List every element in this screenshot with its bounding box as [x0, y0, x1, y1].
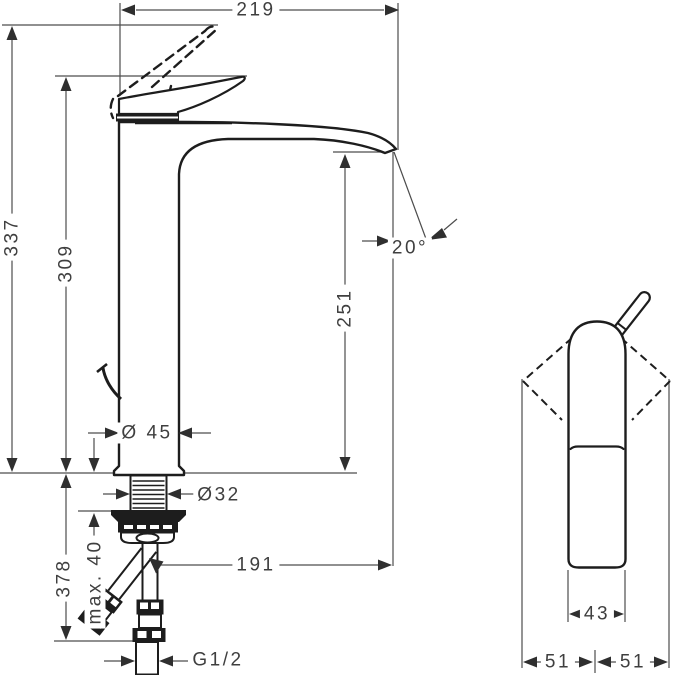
- arrow-191-left: [149, 558, 164, 574]
- arrow-d32-right: [167, 488, 181, 500]
- dim-front-body-width-label: 43: [579, 603, 615, 625]
- hose-nut-highlight: [110, 598, 120, 608]
- arrow-20deg-slant: [428, 228, 447, 240]
- mounting-washer: [118, 521, 178, 533]
- arrow-337-top: [6, 26, 18, 40]
- extension-line-set-front: [521, 379, 670, 673]
- dim-outlet-angle-label: 20°: [387, 237, 433, 259]
- mounting-washer-slots: [124, 525, 172, 529]
- arrow-378-bottom: [60, 626, 72, 640]
- front-body-outline: [567, 320, 627, 569]
- dim-body-diameter-label: Ø 45: [117, 422, 177, 444]
- arrow-51l-right: [579, 656, 593, 668]
- drain-pull-rod: [101, 367, 123, 401]
- arrow-251-bottom: [339, 457, 351, 471]
- arrow-43-left: [569, 608, 583, 620]
- arrow-g12-right: [159, 655, 173, 667]
- shank-bottom-oval: [135, 532, 160, 544]
- hose-nut-highlight: [151, 602, 159, 609]
- extension-lines: [0, 3, 670, 673]
- arrow-g12-left: [121, 655, 135, 667]
- hose-collar-straight: [138, 613, 162, 629]
- arrow-337-bottom: [6, 458, 18, 472]
- arrow-20deg-left: [377, 235, 391, 247]
- handle-lever: [117, 75, 246, 116]
- arrow-251-top: [339, 154, 351, 168]
- dim-handle-height-label: 309: [55, 239, 77, 287]
- connection-thread-tail: [135, 641, 159, 675]
- under-deck-assembly: [77, 474, 186, 675]
- arrow-219-left: [121, 4, 135, 16]
- arrow-378-top: [60, 474, 72, 488]
- arrow-51r-left: [597, 656, 611, 668]
- mounting-nut: [111, 510, 186, 522]
- hose-nut-highlight: [140, 602, 148, 609]
- dim-shank-diameter-label: Ø32: [193, 484, 245, 506]
- arrow-309-bottom: [60, 458, 72, 472]
- arrow-309-top: [60, 77, 72, 91]
- dimension-arrows: [6, 4, 668, 668]
- dim-projection-label: 191: [232, 554, 280, 576]
- dimension-line-set: [11, 9, 654, 663]
- arrow-d45-left: [105, 427, 119, 439]
- arrow-219-right: [385, 4, 399, 16]
- dim-total-height-label: 337: [1, 213, 23, 261]
- dim-max-mounting-thickness-label: max. 40: [84, 535, 106, 629]
- dim-connection-thread-label: G1/2: [188, 649, 248, 671]
- arrow-d45-right: [178, 427, 192, 439]
- dim-below-deck-length-label: 378: [53, 554, 75, 602]
- arrow-51r-right: [654, 656, 668, 668]
- supply-hose-straight: [141, 543, 159, 600]
- dim-spout-width-label: 219: [232, 0, 280, 21]
- spout-angle-reference-line: [393, 151, 458, 248]
- faucet-front-view: [522, 291, 671, 569]
- drain-pull-rod-tip: [96, 362, 108, 374]
- dim-swing-left-label: 51: [540, 651, 576, 673]
- arrow-51l-left: [523, 656, 537, 668]
- arrow-191-right: [378, 559, 392, 571]
- handle-raised-dashed-outline: [109, 25, 219, 120]
- dimension-lines: [11, 9, 654, 663]
- dim-swing-right-label: 51: [615, 651, 651, 673]
- hose-end-highlight: [137, 631, 147, 638]
- arrow-max40-bottom: [88, 513, 100, 527]
- hose-tube-angled: [107, 547, 158, 600]
- front-body-seam: [569, 445, 625, 451]
- handle-stick-seam: [616, 322, 627, 331]
- arrow-max40-top: [88, 458, 100, 472]
- threaded-shank-threads: [132, 480, 165, 509]
- handle-swing-range-dashed: [522, 337, 671, 421]
- faucet-side-view: [96, 75, 398, 477]
- dim-outlet-height-label: 251: [334, 284, 356, 332]
- arrow-d32-left: [116, 488, 130, 500]
- hose-end-highlight: [152, 631, 161, 638]
